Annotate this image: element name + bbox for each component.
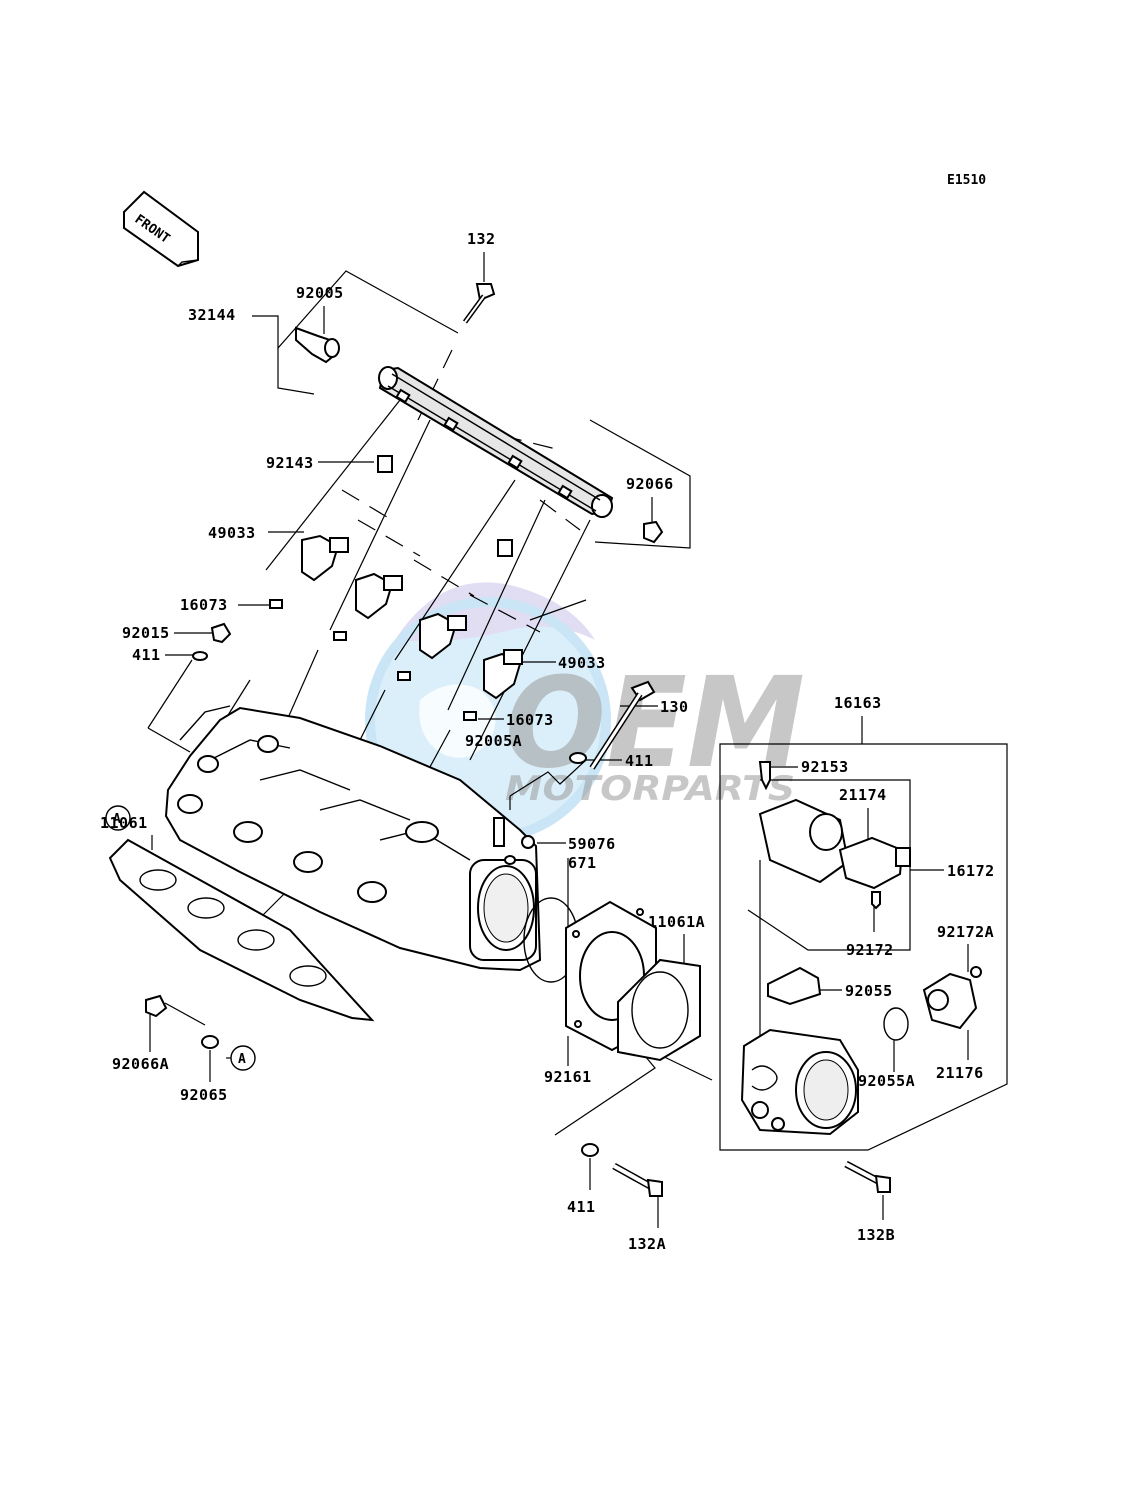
label-21174: 21174	[839, 786, 887, 804]
label-411-upper: 411	[132, 646, 161, 664]
o-rings-16073	[269, 599, 477, 721]
diagram-code: E1510	[947, 173, 986, 188]
washer-411-lower	[581, 1143, 599, 1157]
label-411-middle: 411	[625, 752, 654, 770]
label-21176: 21176	[936, 1064, 984, 1082]
label-132: 132	[467, 230, 496, 248]
gasket-11061A	[617, 958, 701, 1062]
watermark-tagline: MOTORPARTS	[505, 769, 795, 809]
svg-text:A: A	[238, 1052, 246, 1067]
washer-59076	[521, 835, 535, 849]
projection-lines	[199, 349, 591, 921]
label-49033-upper: 49033	[208, 524, 256, 542]
washer-92065	[201, 1035, 219, 1049]
bolt-132A	[612, 1162, 663, 1197]
label-132A: 132A	[628, 1235, 666, 1253]
label-130: 130	[660, 698, 689, 716]
label-92005: 92005	[296, 284, 344, 302]
o-ring-92055A	[883, 1007, 909, 1041]
washer-411-upper	[192, 651, 208, 661]
bolt-132	[462, 283, 496, 324]
throttle-position-sensor-21176	[922, 966, 982, 1030]
label-16172: 16172	[947, 862, 995, 880]
label-92143: 92143	[266, 454, 314, 472]
label-132B: 132B	[857, 1226, 895, 1244]
pin-92005A	[493, 817, 505, 847]
nut-92066	[643, 520, 664, 544]
bolt-130	[589, 680, 656, 770]
injector-4	[483, 649, 523, 700]
bolt-92066A	[145, 994, 168, 1018]
injector-1	[301, 534, 349, 582]
label-11061A: 11061A	[648, 913, 705, 931]
gasket-92055	[767, 966, 822, 1006]
label-16073-upper: 16073	[180, 596, 228, 614]
idle-speed-control-valve-16172	[838, 836, 911, 890]
bolt-92015	[210, 622, 232, 644]
reference-marker-a-bottom: A	[230, 1045, 256, 1071]
screw-92172	[871, 891, 881, 910]
label-92055A: 92055A	[858, 1072, 915, 1090]
label-16163: 16163	[834, 694, 882, 712]
label-92153: 92153	[801, 758, 849, 776]
throttle-body-16163	[740, 1028, 859, 1136]
label-32144: 32144	[188, 306, 236, 324]
front-direction-badge: FRONT	[123, 190, 199, 268]
injectors-49033	[301, 534, 523, 700]
manifold-gasket-11061	[108, 838, 375, 1022]
label-92005A: 92005A	[465, 732, 522, 750]
svg-text:A: A	[113, 812, 121, 827]
intake-manifold	[164, 705, 542, 972]
injector-2	[355, 572, 403, 620]
watermark-brand: OEM	[505, 651, 805, 796]
screw-92153	[758, 761, 771, 791]
fuel-rail	[378, 366, 614, 518]
label-671: 671	[568, 854, 597, 872]
label-92015: 92015	[122, 624, 170, 642]
label-92161: 92161	[544, 1068, 592, 1086]
washer-411-middle	[569, 752, 587, 764]
label-16073-lower: 16073	[506, 711, 554, 729]
injector-3	[419, 612, 467, 660]
label-49033-lower: 49033	[558, 654, 606, 672]
label-92066A: 92066A	[112, 1055, 169, 1073]
bolt-132B	[844, 1160, 891, 1193]
label-92172A: 92172A	[937, 923, 994, 941]
label-92066: 92066	[626, 475, 674, 493]
pressure-fitting-92005	[295, 326, 340, 364]
throttle-body-cover-21174	[758, 798, 850, 884]
label-92065: 92065	[180, 1086, 228, 1104]
label-411-lower: 411	[567, 1198, 596, 1216]
label-92055: 92055	[845, 982, 893, 1000]
label-59076: 59076	[568, 835, 616, 853]
grommets-92143	[377, 455, 513, 557]
reference-marker-a-left: A	[105, 805, 131, 831]
